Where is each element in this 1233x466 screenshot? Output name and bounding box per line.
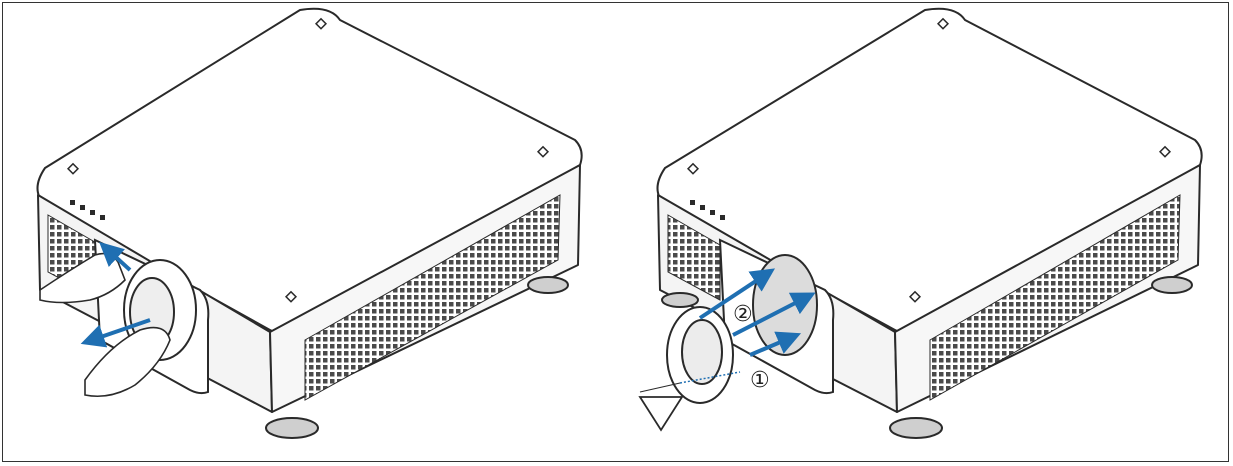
- projector-right-front-vent: [667, 214, 721, 301]
- projector-right-feet: [661, 276, 1193, 439]
- projector-left-top-markers: [66, 17, 550, 303]
- lens-cap-detached: [666, 306, 734, 404]
- down-triangle-icon: [638, 396, 684, 432]
- projector-left-side-vent: [304, 194, 561, 401]
- step-2-label: ②: [733, 302, 753, 327]
- leader-line-solid: [639, 382, 681, 393]
- blue-arrow-icon: [80, 241, 151, 348]
- projector-right-top-markers: [686, 17, 1172, 303]
- blue-arrow-icon: [732, 292, 816, 337]
- blue-arrow-icon: [698, 268, 776, 320]
- blue-arrow-icon: [749, 331, 802, 357]
- projector-right-side-vent: [929, 194, 1181, 401]
- projector-left-indicators: [70, 200, 105, 220]
- step-1-label: ①: [750, 368, 770, 393]
- insert-arrows: [698, 268, 816, 357]
- projector-right-indicators: [690, 200, 725, 220]
- projector-left-feet: [265, 276, 569, 439]
